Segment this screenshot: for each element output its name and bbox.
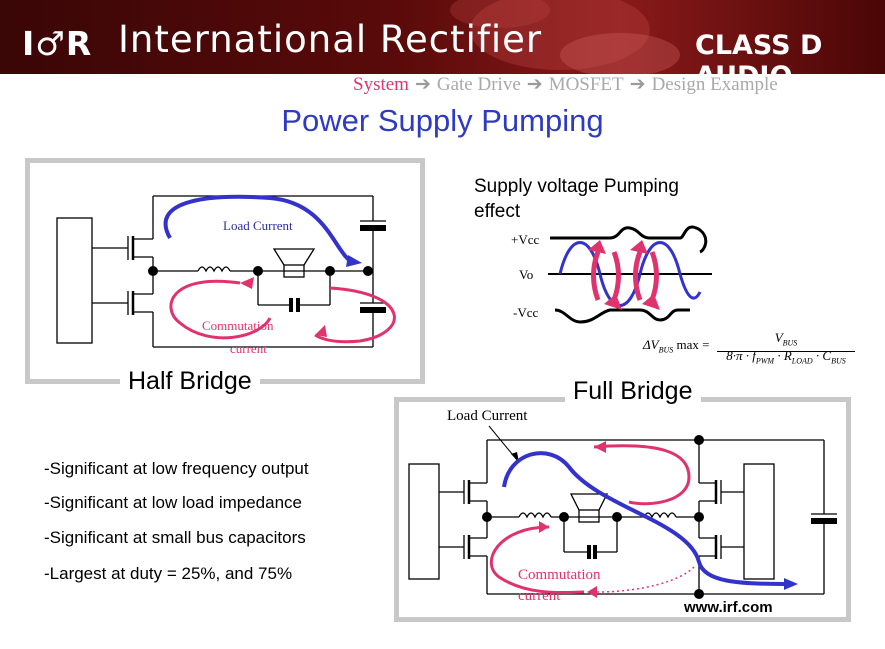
hb-commutation-label-2: current [230, 341, 267, 356]
breadcrumb: System➔Gate Drive➔MOSFET➔Design Example [353, 73, 778, 96]
breadcrumb-gate-drive[interactable]: Gate Drive [436, 74, 521, 95]
plus-vcc-label: +Vcc [511, 232, 539, 247]
bullet-item: -Largest at duty = 25%, and 75% [44, 564, 293, 583]
pumping-title-line2: effect [474, 201, 521, 222]
bullet-item: -Significant at small bus capacitors [44, 528, 306, 547]
hb-load-current-label: Load Current [223, 218, 293, 233]
arrow-right-icon: ➔ [414, 74, 431, 95]
bullet-item: -Significant at low frequency output [44, 459, 309, 478]
vo-label: Vo [519, 267, 533, 282]
formula-denominator: 8·π · fPWM · RLOAD · CBUS [726, 348, 846, 366]
breadcrumb-system[interactable]: System [353, 74, 409, 95]
pumping-title-line1: Supply voltage Pumping [474, 176, 679, 197]
pumping-formula: ΔVBUS max = [643, 337, 709, 355]
page-title: Power Supply Pumping [281, 103, 604, 138]
header-banner: I♂R International Rectifier CLASS D AUDI… [0, 0, 885, 74]
ir-logo: I♂R [22, 24, 93, 63]
fb-commutation-label: Commutation [518, 567, 601, 583]
breadcrumb-design-example[interactable]: Design Example [651, 74, 778, 95]
class-d-audio-badge: CLASS D AUDIO [695, 30, 823, 74]
pumping-waveform: +Vcc Vo -Vcc [511, 225, 712, 324]
half-bridge-circuit: Load Current Commutation current [56, 194, 396, 356]
fb-load-current-label: Load Current [447, 408, 528, 424]
full-bridge-label: Full Bridge [565, 377, 701, 406]
minus-vcc-label: -Vcc [513, 305, 538, 320]
formula-numerator: VBUS [717, 330, 855, 352]
pumping-title: Supply voltage Pumping effect [474, 174, 679, 224]
arrow-right-icon: ➔ [629, 74, 646, 95]
banner-background [0, 0, 885, 74]
formula-lhs: ΔVBUS max = [643, 337, 710, 355]
company-name: International Rectifier [118, 18, 543, 61]
arrow-right-icon: ➔ [526, 74, 543, 95]
website-url[interactable]: www.irf.com [684, 599, 773, 616]
half-bridge-label: Half Bridge [120, 367, 260, 396]
hb-commutation-label: Commutation [202, 318, 274, 333]
full-bridge-circuit: Load Current Commutation current [408, 408, 837, 604]
fb-commutation-label-2: current [518, 588, 561, 604]
breadcrumb-mosfet[interactable]: MOSFET [548, 74, 624, 95]
bullet-item: -Significant at low load impedance [44, 493, 302, 512]
